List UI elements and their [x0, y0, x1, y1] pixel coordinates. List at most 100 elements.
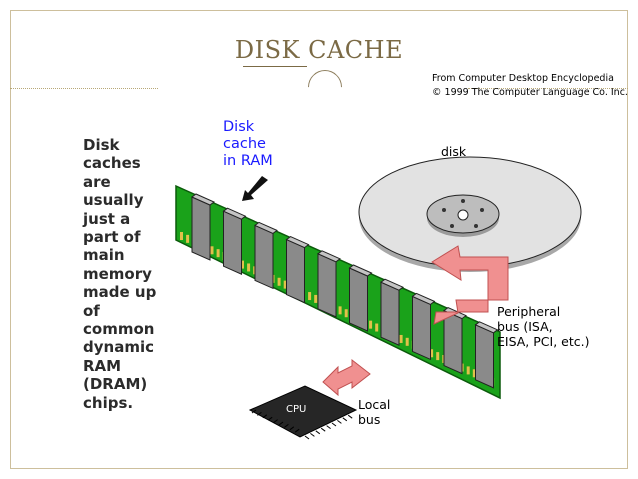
dram-chips: [191, 193, 499, 389]
body-line: chips.: [83, 393, 134, 412]
body-line: are: [83, 172, 111, 191]
cpu-pin: [278, 421, 284, 426]
title-rule-left: [10, 88, 158, 89]
ram-label: Disk cache in RAM: [223, 119, 273, 170]
peripheral-bus-label: Peripheral bus (ISA, EISA, PCI, etc.): [497, 304, 589, 349]
cpu-pin: [337, 419, 342, 424]
body-line: RAM: [83, 356, 122, 375]
cpu-pin: [294, 428, 300, 433]
dram-chip-top: [285, 236, 310, 249]
cpu-pin: [310, 432, 315, 437]
dram-chip: [380, 281, 400, 346]
cpu-pin: [273, 419, 278, 424]
ram-pin: [216, 249, 220, 258]
dram-chip: [475, 324, 494, 389]
ram-pin: [405, 337, 409, 346]
cpu-pin: [347, 414, 353, 419]
ram-pin: [436, 352, 440, 361]
ram-pin: [241, 260, 244, 269]
dram-chip-top: [474, 321, 499, 334]
body-line: common: [83, 320, 155, 339]
cpu-pin: [320, 427, 326, 432]
ram-pin: [180, 232, 183, 240]
ram-pin: [308, 292, 312, 301]
dram-chip: [349, 267, 368, 332]
peripheral-label-line: Peripheral: [497, 304, 561, 319]
cpu-pins: [251, 409, 353, 440]
title-underline: [243, 66, 307, 67]
local-label-line: bus: [358, 412, 381, 427]
peripheral-label-line: EISA, PCI, etc.): [497, 334, 590, 349]
dram-chip: [191, 196, 211, 261]
disk-platter: [358, 156, 582, 272]
ram-pin: [375, 323, 379, 332]
body-line: main: [83, 246, 125, 265]
cpu-pin: [326, 425, 331, 430]
body-line: (DRAM): [83, 375, 148, 394]
ram-pointer-arrow: [242, 176, 268, 201]
cpu-pin: [315, 430, 321, 435]
dram-chip-top: [348, 264, 373, 277]
body-line: usually: [83, 191, 144, 210]
cpu-pin: [267, 416, 273, 421]
ram-pin: [210, 246, 214, 255]
local-bus-label: Local bus: [358, 397, 390, 427]
dram-chip: [412, 295, 431, 361]
body-line: memory: [83, 264, 152, 283]
body-line: made up: [83, 283, 157, 302]
cpu-label: CPU: [286, 404, 307, 415]
cpu-pin: [342, 417, 348, 422]
credit-text: From Computer Desktop Encyclopedia © 199…: [432, 72, 628, 100]
ram-pin: [344, 309, 348, 318]
dram-chip: [254, 224, 274, 290]
ram-pin: [277, 277, 281, 286]
cpu-pin: [262, 414, 268, 419]
dram-chip: [443, 309, 463, 375]
ram-pin: [186, 234, 190, 243]
cpu-pin: [304, 435, 310, 440]
cpu-pin: [251, 409, 257, 414]
dram-chip-top: [191, 193, 215, 206]
body-line: just a: [83, 209, 131, 228]
body-line: dynamic: [83, 338, 154, 357]
ram-pin: [314, 294, 318, 303]
ram-pin: [369, 320, 373, 329]
ram-pin: [472, 369, 476, 378]
dram-chip-top: [254, 221, 278, 234]
dram-chip-top: [380, 278, 404, 291]
slide-body-text: Disk caches are usually just a part of m…: [83, 136, 163, 412]
ram-label-line: Disk: [223, 119, 255, 135]
body-line: caches: [83, 154, 141, 173]
ram-pin: [399, 334, 403, 343]
dram-chip: [286, 238, 305, 304]
body-line: part of: [83, 228, 141, 247]
cpu-pin: [284, 423, 289, 428]
ram-module: [175, 184, 501, 400]
dram-chip-top: [317, 250, 341, 263]
body-line: of: [83, 301, 100, 320]
cpu-chip: [248, 385, 358, 440]
cpu-pin: [331, 422, 337, 427]
ram-pin: [247, 263, 251, 272]
ram-pin: [466, 366, 470, 375]
dram-chip: [317, 253, 337, 318]
ram-label-line: in RAM: [223, 153, 273, 169]
disk-label: disk: [441, 144, 467, 159]
title-rule-right: [468, 88, 628, 89]
slide-title: DISK CACHE: [234, 36, 404, 64]
peripheral-label-line: bus (ISA,: [497, 319, 553, 334]
credit-line-1: From Computer Desktop Encyclopedia: [432, 73, 614, 84]
local-bus-arrow: [322, 358, 371, 397]
dram-chip-top: [222, 207, 247, 220]
credit-line-2: © 1999 The Computer Language Co. Inc.: [432, 87, 628, 98]
slide-frame: [10, 10, 628, 469]
dram-chip: [223, 210, 242, 275]
ram-label-line: cache: [223, 136, 266, 152]
ram-pin: [430, 349, 434, 358]
ram-pin: [338, 306, 342, 315]
local-label-line: Local: [358, 397, 391, 412]
dram-chip-top: [411, 292, 436, 305]
peripheral-bus-arrow: [431, 245, 509, 325]
ram-pin: [283, 280, 287, 289]
